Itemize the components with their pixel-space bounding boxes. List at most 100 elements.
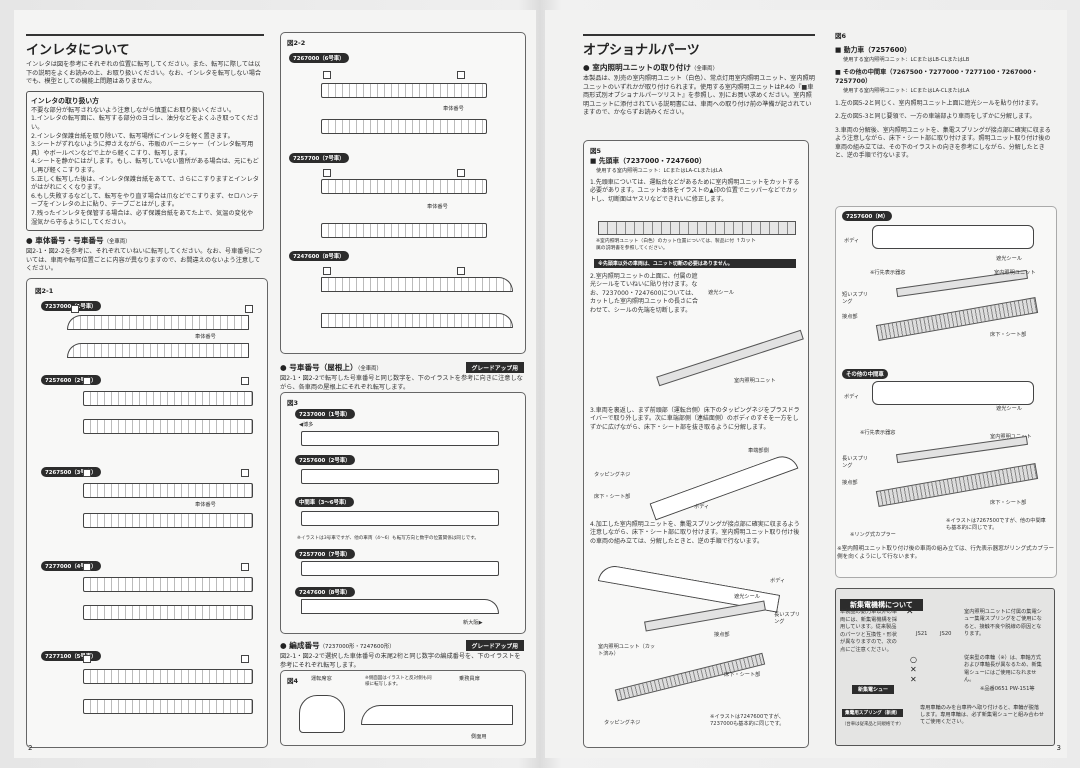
car-tag: 7277000（4号車） (41, 561, 101, 571)
fig5-step-2: 2.室内照明ユニットの上面に、付属の遮光シールをていねいに貼り付けます。なお、7… (590, 273, 699, 314)
number-plate (457, 71, 465, 79)
figure-6-label: 図6 (835, 32, 847, 40)
fig6-label: 接点部 (842, 480, 858, 486)
car-tag: 7267500（3号車） (41, 467, 101, 477)
motor-car-tag: 7257600（M） (842, 211, 893, 221)
other-car-heading: ■ その他の中間車（7267500・7277000・7277100・726700… (835, 69, 1038, 85)
car-side-4b (83, 605, 253, 620)
seal-label: 遮光シール (734, 594, 760, 600)
unit-label: 室内照明ユニット (734, 378, 776, 384)
fig4-caption: ※側面図はイラストと反対側も同様に転写します。 (365, 676, 432, 687)
figure-2-2-label: 図2-2 (287, 39, 306, 47)
car-side-7b (321, 223, 487, 238)
roof-number-title: 号車番号（屋根上） (289, 363, 358, 372)
fig5-step-3: 3.車両を裏返し、まず前頭部（運転台側）床下のタッピングネジをプラスドライバーで… (590, 407, 800, 431)
coupler-side-label: 車端部側 (748, 448, 769, 454)
floor-label: 床下・シート部 (594, 494, 631, 500)
roof-car-8 (301, 599, 499, 614)
car-number-title: 車体番号・号車番号 (35, 236, 104, 246)
fig6-label: 遮光シール (996, 256, 1022, 262)
fig6-label: ※行先表示器窓 (860, 430, 896, 436)
figure-5: 図5 ■ 先頭車（7237000・7247600） 使用する室内照明ユニット：L… (583, 140, 809, 748)
ok-ng-icons: ○✕✕ (910, 655, 917, 684)
roof-car-2 (301, 469, 499, 484)
car-side-8b (321, 313, 513, 328)
fig6-step-2: 2.左の図5-3と同じ要領で、一方の車端部より車両をしずかに分解します。 (835, 113, 1036, 121)
roof-number-section: ● 号車番号（屋根上）（全車両） グレードアップ用 図2-1・図2-2で転写した… (280, 358, 524, 392)
collector-note-2: 従来型の車輪（※）は、車軸方式および車軸長が異なるため、新集電シューにはご使用に… (964, 655, 1042, 684)
number-plate (83, 377, 91, 385)
inlet-box-item: 不要な部分が転写されないよう注意しながら慎重にお取り扱いください。 (31, 106, 236, 114)
formation-number-note: （7237000形・7247600形） (319, 644, 395, 650)
fig6-final-note: ※室内照明ユニット取り付け後の車両の組み立ては、行先表示器窓がリング式カプラー側… (837, 546, 1055, 560)
car-tag: 7247600（8号車） (289, 251, 349, 261)
inlet-box-item: 6.もし失敗するなどして、転写をやり直す場合は爪などでこすりまず、セロハンテープ… (31, 192, 259, 209)
new-collector-box: 新集電機構について 本製品の動力車以外の車両には、新集電機構を採用しています。従… (835, 588, 1055, 746)
number-plate (457, 267, 465, 275)
fig6-step-3: 3.車両の分解後、室内照明ユニットを、集電スプリングが接点部に確実に収まるよう注… (835, 126, 1051, 160)
right-page-title: オプショナルパーツ (583, 34, 815, 58)
light-unit-bar (598, 221, 796, 235)
other-unit-illus (896, 435, 1028, 464)
car-number-heading: ● 車体番号・号車番号（全車両） (26, 236, 131, 246)
light-unit-title: 室内照明ユニットの取り付け (592, 63, 691, 72)
car-number-mark: 車体番号 (195, 502, 216, 508)
car-side-2 (83, 391, 253, 406)
left-page-title: インレタについて (26, 34, 264, 58)
inlet-box-item: 1.インレタの転写面に、転写する部分のヨゴレ、油分などをよくふき取ってください。 (31, 115, 259, 131)
car-side-6 (321, 83, 487, 98)
direction-back: 新大阪▶ (463, 620, 483, 626)
fig4-caption: 運転席窓 (311, 676, 332, 682)
car-tag: 7257600（2号車） (41, 375, 101, 385)
inlet-box-title: インレタの取り扱い方 (31, 96, 99, 105)
head-car-heading: ■ 先頭車（7237000・7247600） (590, 157, 706, 165)
roof-tag: 中間車（3～6号車） (295, 497, 354, 507)
screw-label: タッピングネジ (594, 472, 631, 478)
grade-up-badge: グレードアップ用 (465, 362, 524, 373)
car-tag: 7237000（1号車） (41, 301, 101, 311)
other-car-tag: その他の中間車 (842, 369, 888, 379)
seal-label: 遮光シール (708, 290, 734, 296)
floor-label: 床下・シート部 (724, 672, 761, 678)
car-side-6b (321, 119, 487, 134)
car-side-2b (83, 419, 253, 434)
fig6-label: 床下・シート部 (990, 500, 1027, 506)
head-car-disassembly (649, 451, 799, 521)
car-number-text: 図2-1・図2-2を参考に、それぞれていねいに転写してください。なお、号車番号に… (26, 248, 263, 273)
formation-number-title: 編成番号 (289, 641, 320, 650)
figure-3: 図3 7237000（1号車） ◀博多 7257600（2号車） 中間車（3～6… (280, 392, 526, 634)
car-side-4 (83, 577, 253, 592)
light-unit-intro: 本製品は、別売の室内照明ユニット（白色）、常点灯用室内照明ユニット、室内照明ユニ… (583, 75, 815, 117)
cut-label: ↑カット (736, 238, 756, 244)
inlet-box-item: 3.シートがずれないように押さえながら、市販のバーニシャー（インレタ転写用具）や… (31, 141, 254, 157)
fig6-ill-note: ※イラストは7267500ですが、他の中間車も基本的に同じです。 (946, 518, 1046, 531)
inlet-box-item: 2.インレタ保護台紙を取り除いて、転写場所にインレタを軽く置きます。 (31, 132, 234, 140)
fig6-step-1: 1.左の図5-2と同じく、室内照明ユニット上面に遮光シールを貼り付けます。 (835, 100, 1042, 107)
inlet-column: インレタについて インレタは図を参考にそれぞれの位置に転写してください。また、転… (26, 34, 264, 274)
inlet-box-item: 4.シートを静かにはがします。もし、転写していない箇所がある場合は、元にもどし再… (31, 158, 259, 174)
cut-note: ※室内照明ユニット（白色）のカット位置については、製品に付属の説明書を参照してく… (596, 239, 735, 251)
car-tag: 7277100（5号車） (41, 651, 101, 661)
right-page: オプショナルパーツ ● 室内照明ユニットの取り付け（全車両） 本製品は、別売の室… (545, 10, 1067, 758)
car-side-8 (321, 277, 513, 292)
fig6-label: ボディ (844, 238, 860, 244)
number-plate (323, 169, 331, 177)
number-plate (457, 169, 465, 177)
number-plate (83, 563, 91, 571)
fig6-label: 短いスプリング (842, 292, 868, 305)
fig5-step-4: 4.加工した室内照明ユニットを、集電スプリングが接点部に確実に収まるよう注意しな… (590, 521, 800, 545)
number-plate (71, 305, 79, 313)
fig6-label: 遮光シール (996, 406, 1022, 412)
inlet-box-item: 5.正しく転写した後は、インレタ保護台紙をあてて、さらにこすりますとインレタがは… (31, 175, 259, 192)
car-number-mark: 車体番号 (443, 106, 464, 112)
formation-number-heading: ● 編成番号（7237000形・7247600形） (280, 641, 395, 650)
left-page: インレタについて インレタは図を参考にそれぞれの位置に転写してください。また、転… (14, 10, 536, 758)
part-js20: JS20 (940, 631, 952, 637)
car-side-1b (67, 343, 249, 358)
spring-sub: （台車は従来品と同規格です） (842, 722, 904, 727)
fig6-label: ※行先表示器窓 (870, 270, 906, 276)
car-side-7 (321, 179, 487, 194)
car-tag: 7257700（7号車） (289, 153, 349, 163)
head-car-use: 使用する室内照明ユニット：LCまたはLA-CLまたはLA (596, 168, 723, 174)
fig6-label: 床下・シート部 (990, 332, 1027, 338)
